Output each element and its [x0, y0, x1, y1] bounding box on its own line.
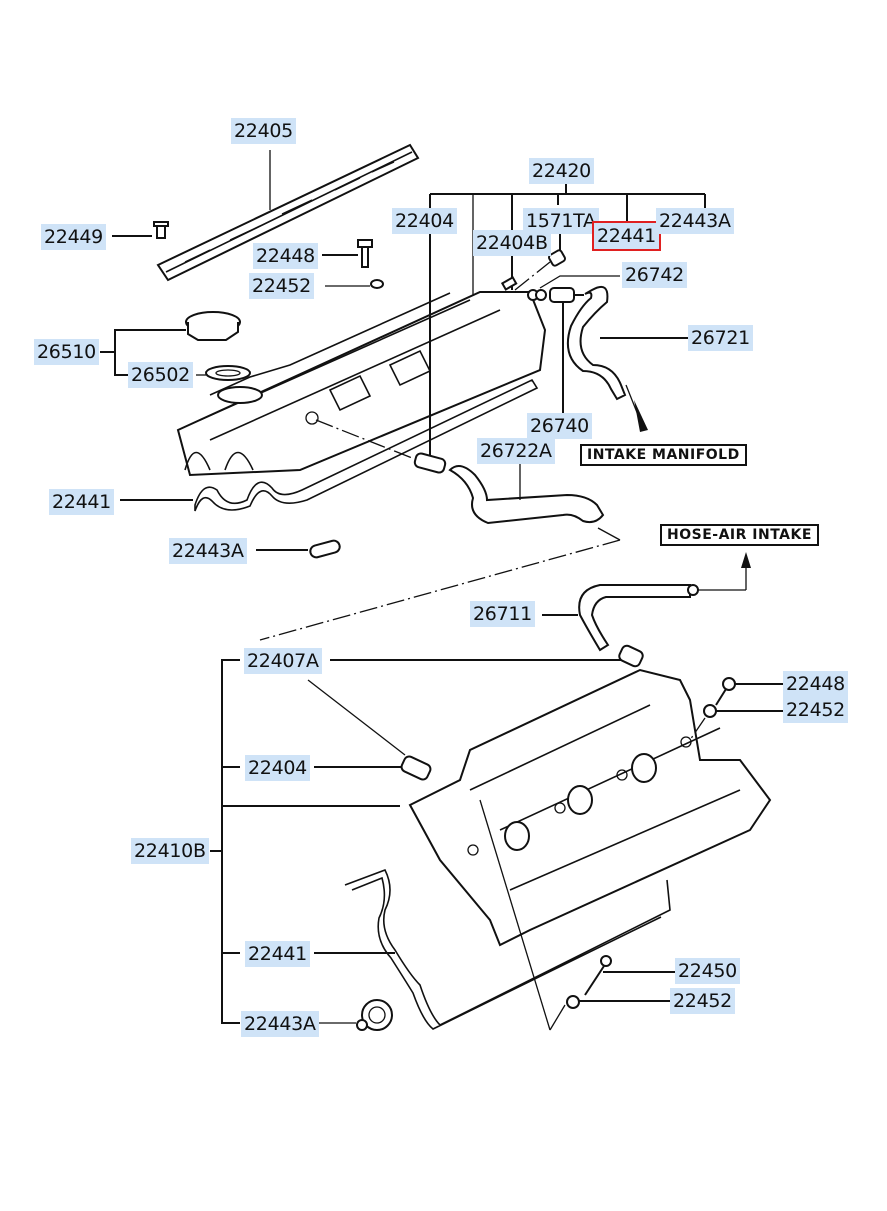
oil-cap-gasket [205, 365, 251, 381]
plug-seal-upper [309, 539, 341, 559]
washer-22452-right [703, 704, 717, 718]
pipe-22407A [618, 644, 644, 668]
callout-22443A-bottom[interactable]: 22443A [241, 1011, 319, 1037]
callout-22404-bottom[interactable]: 22404 [245, 755, 310, 781]
callout-26742[interactable]: 26742 [622, 262, 687, 288]
callout-22441-left[interactable]: 22441 [49, 489, 114, 515]
pipe-22404-lower [400, 755, 432, 781]
rocker-cover-upper [176, 291, 547, 477]
ignition-cover-part [156, 143, 420, 282]
callout-22450[interactable]: 22450 [675, 958, 740, 984]
callout-22443A-top[interactable]: 22443A [656, 208, 734, 234]
hose-26722A [448, 465, 605, 525]
callout-22448-top[interactable]: 22448 [253, 243, 318, 269]
callout-22441-bottom[interactable]: 22441 [245, 941, 310, 967]
rocker-cover-gasket-upper [194, 378, 539, 512]
pcv-valve [527, 287, 584, 303]
callout-26502[interactable]: 26502 [128, 362, 193, 388]
callout-22407A[interactable]: 22407A [244, 648, 322, 674]
rocker-cover-gasket-lower [344, 868, 671, 1030]
hose-26711 [578, 584, 699, 652]
bolt-22448-lower [715, 677, 736, 706]
bolt-22450 [584, 955, 612, 996]
oil-filler-cap [185, 311, 241, 341]
callout-22405[interactable]: 22405 [231, 118, 296, 144]
bolt-22448-top [357, 239, 373, 268]
callout-22448-bottom[interactable]: 22448 [783, 671, 848, 697]
rocker-cover-lower [408, 668, 772, 947]
plug-seal-lower [356, 999, 393, 1031]
callout-22410B[interactable]: 22410B [131, 838, 209, 864]
callout-26721[interactable]: 26721 [688, 325, 753, 351]
callout-22452-bottom-2[interactable]: 22452 [670, 988, 735, 1014]
washer-22452-top [370, 279, 384, 289]
callout-22452-bottom[interactable]: 22452 [783, 697, 848, 723]
pipe-22404B [500, 276, 518, 291]
callout-22443A-left[interactable]: 22443A [169, 538, 247, 564]
callout-1571TA[interactable]: 1571TA [523, 208, 599, 234]
callout-22449[interactable]: 22449 [41, 224, 106, 250]
callout-26510[interactable]: 26510 [34, 339, 99, 365]
pipe-22404-upper [413, 452, 447, 474]
callout-22404-top[interactable]: 22404 [392, 208, 457, 234]
note-hose-air-intake: HOSE-AIR INTAKE [660, 524, 819, 546]
callout-26722A[interactable]: 26722A [477, 438, 555, 464]
note-intake-manifold: INTAKE MANIFOLD [580, 444, 747, 466]
callout-26740[interactable]: 26740 [527, 413, 592, 439]
callout-22452-top[interactable]: 22452 [249, 273, 314, 299]
callout-26711[interactable]: 26711 [470, 601, 535, 627]
callout-22404B[interactable]: 22404B [473, 230, 551, 256]
screw-22449 [153, 221, 169, 239]
hose-26721 [567, 286, 627, 401]
callout-22441-selected[interactable]: 22441 [592, 221, 661, 251]
callout-22420[interactable]: 22420 [529, 158, 594, 184]
fitting-1571TA [548, 249, 566, 267]
washer-22452-lower [566, 995, 580, 1009]
